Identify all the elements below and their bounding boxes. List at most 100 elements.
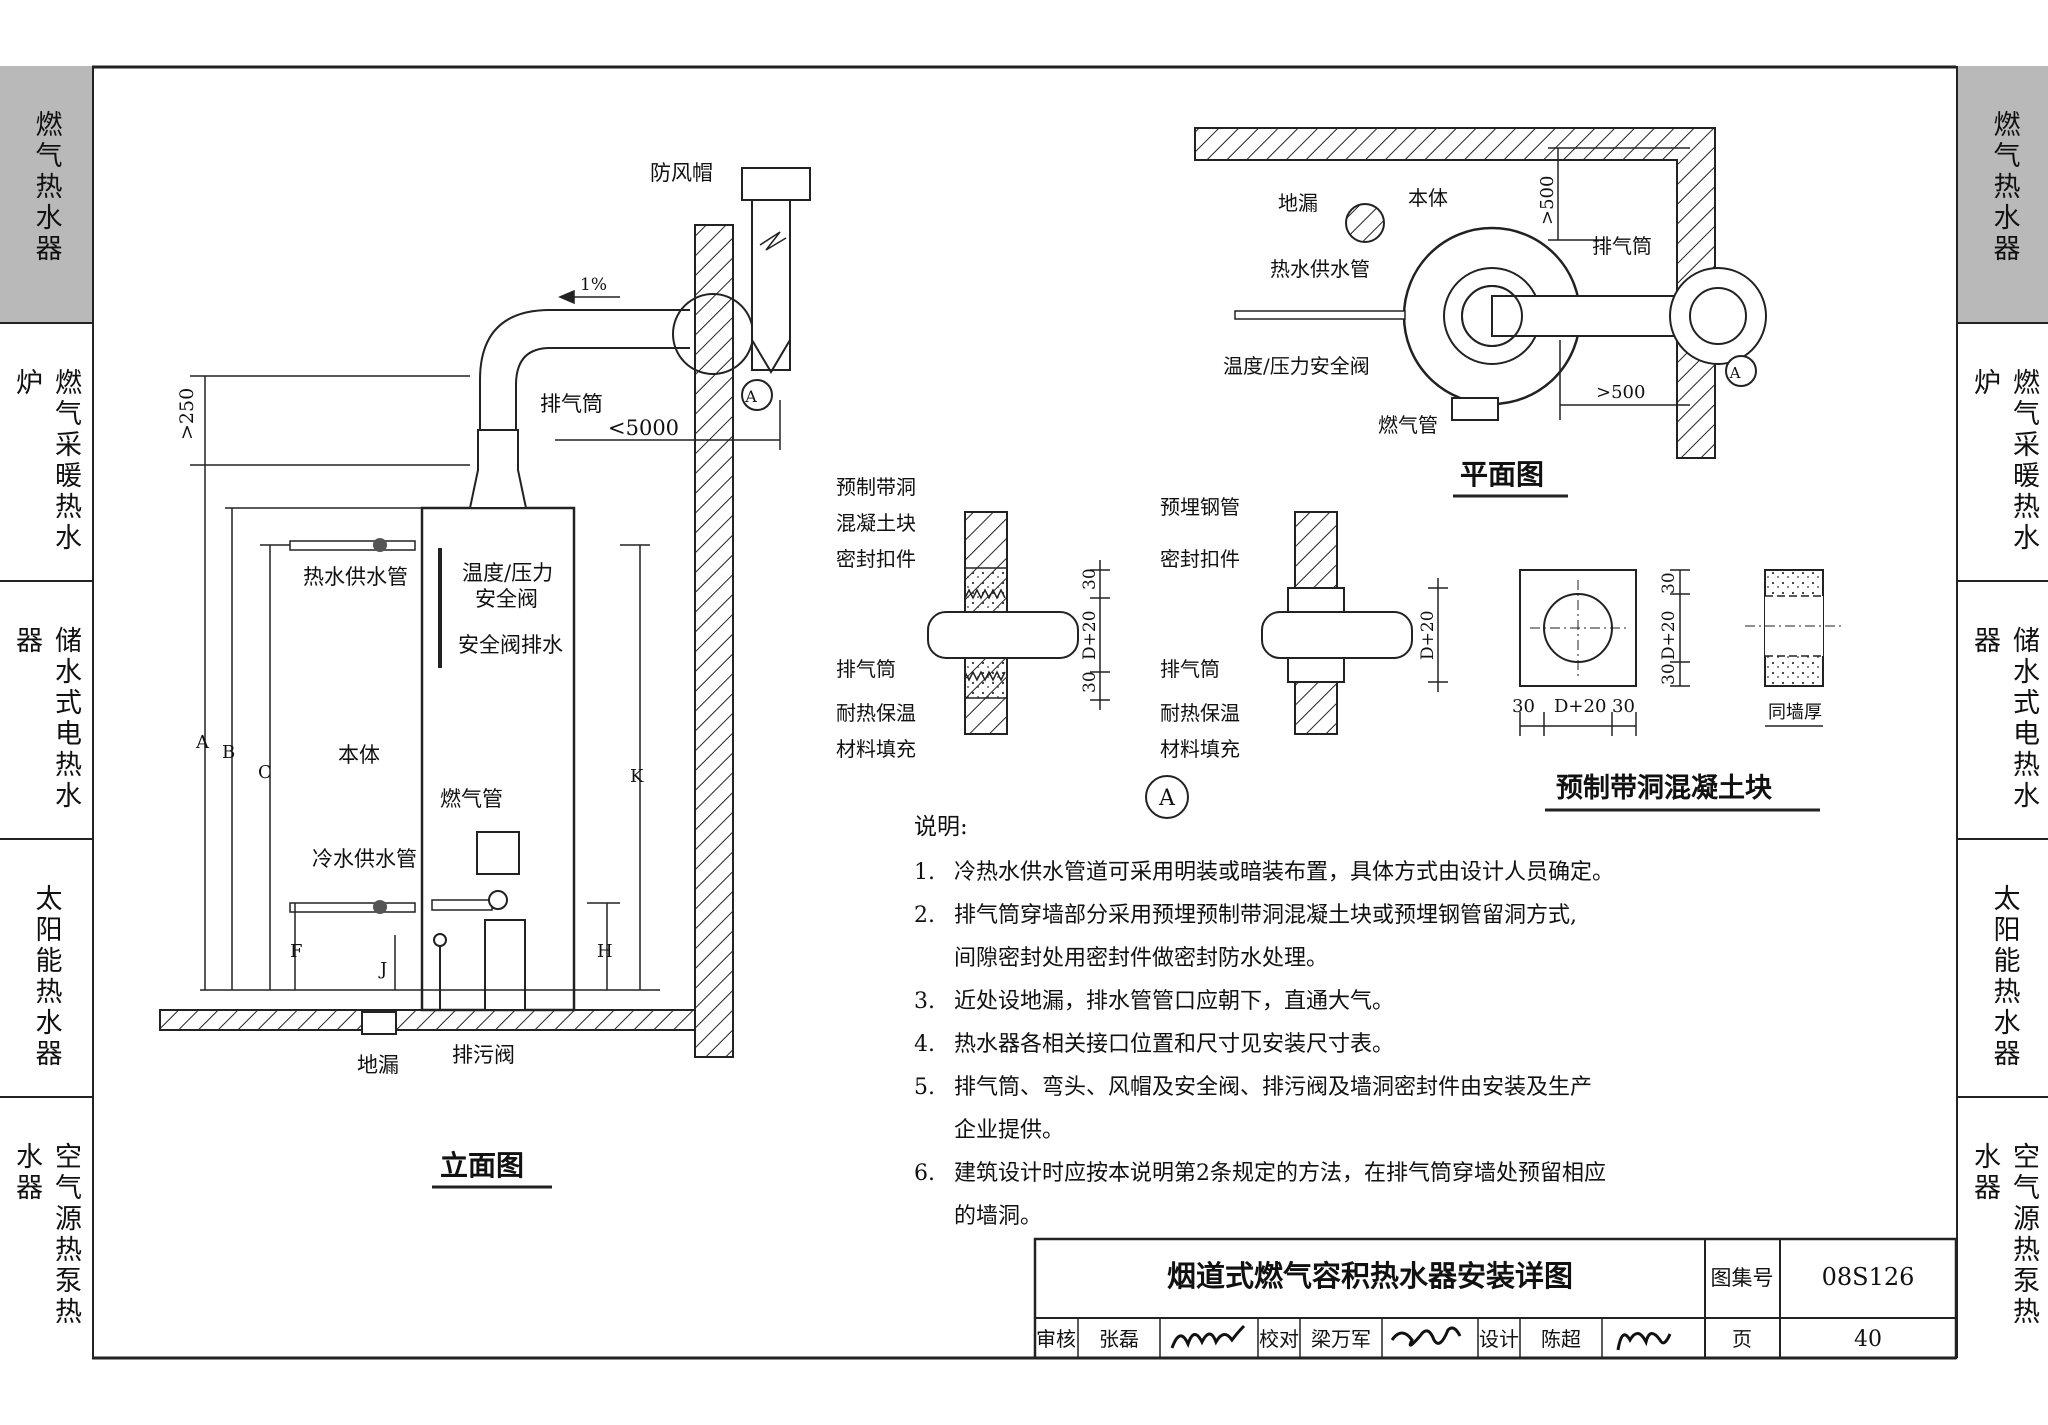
sidebar-tab-gas-boiler[interactable]: 燃气采暖热水炉 xyxy=(1958,324,2048,582)
note-item: 2. 排气筒穿墙部分采用预埋预制带洞混凝土块或预埋钢管留洞方式,间隙密封处用密封… xyxy=(914,894,1674,980)
page-label: 页 xyxy=(1732,1327,1752,1351)
detail-left-label: 耐热保温 xyxy=(836,701,916,725)
label-body: 本体 xyxy=(338,743,380,767)
detail-callout-circle xyxy=(1145,775,1189,819)
elevation-title: 立面图 xyxy=(440,1149,524,1182)
label-slope: 1% xyxy=(580,275,607,295)
review-label: 审核 xyxy=(1036,1327,1076,1351)
sidebar-tab-label: 储水式电热水器 xyxy=(1969,626,2039,812)
plan-wall xyxy=(1194,127,1716,459)
note-number: 1. xyxy=(914,860,935,885)
dim-f: F xyxy=(290,941,303,962)
sidebar-tab-label: 太阳能热水器 xyxy=(1988,884,2020,1070)
plan-label-relief-valve: 温度/压力安全阀 xyxy=(1223,354,1370,378)
sidebar-tab-label: 燃气采暖热水炉 xyxy=(11,368,81,554)
note-item: 5. 排气筒、弯头、风帽及安全阀、排污阀及墙洞密封件由安装及生产企业提供。 xyxy=(914,1066,1674,1152)
detail-left-label: 排气筒 xyxy=(836,657,896,681)
note-item: 6. 建筑设计时应按本说明第2条规定的方法，在排气筒穿墙处预留相应的墙洞。 xyxy=(914,1152,1674,1238)
label-hot-water-pipe: 热水供水管 xyxy=(303,565,408,589)
note-number: 4. xyxy=(914,1032,935,1057)
exhaust-pipe xyxy=(479,309,690,430)
plan-floor-drain xyxy=(1345,203,1385,243)
design-label: 设计 xyxy=(1479,1327,1519,1351)
hot-water-pipe xyxy=(289,540,416,551)
title-block xyxy=(1033,1237,1958,1360)
note-number: 3. xyxy=(914,989,935,1014)
detail-callout-label: A xyxy=(1158,786,1176,811)
detail-right-label: 排气筒 xyxy=(1160,657,1220,681)
sidebar-tab-solar-heater[interactable]: 太阳能热水器 xyxy=(1958,840,2048,1098)
sidebar-tab-label: 空气源热泵热水器 xyxy=(11,1142,81,1328)
cold-water-pipe xyxy=(289,902,416,913)
note-text: 间隙密封处用密封件做密封防水处理。 xyxy=(954,946,1329,971)
plan-label-gas-pipe: 燃气管 xyxy=(1378,413,1438,437)
note-text: 冷热水供水管道可采用明装或暗装布置，具体方式由设计人员确定。 xyxy=(954,860,1615,885)
label-relief-valve-2: 安全阀 xyxy=(475,587,538,611)
label-length: <5000 xyxy=(608,416,679,440)
right-sidebar: 燃气热水器 燃气采暖热水炉 储水式电热水器 太阳能热水器 空气源热泵热水器 xyxy=(1956,66,2048,1358)
detail-left-label: 密封扣件 xyxy=(836,547,916,571)
label-cold-water-pipe: 冷水供水管 xyxy=(312,847,417,871)
floor-drain xyxy=(361,1011,397,1035)
detail-left-label: 材料填充 xyxy=(836,737,916,761)
detail-right-dim: D+20 xyxy=(1418,610,1438,660)
block-dim: 30 xyxy=(1659,572,1679,594)
designer-name: 陈超 xyxy=(1541,1327,1581,1351)
plan-label-floor-drain: 地漏 xyxy=(1278,191,1318,215)
designer-signature xyxy=(1616,1332,1672,1351)
label-relief-drain: 安全阀排水 xyxy=(458,633,563,657)
sidebar-tab-gas-boiler[interactable]: 燃气采暖热水炉 xyxy=(0,324,92,582)
reviewer-name: 张磊 xyxy=(1099,1327,1139,1351)
atlas-number: 08S126 xyxy=(1822,1263,1915,1291)
sidebar-tab-heat-pump[interactable]: 空气源热泵热水器 xyxy=(1958,1098,2048,1358)
detail-a: 预制带洞 混凝土块 密封扣件 排气筒 耐热保温 材料填充 30 D+20 30 … xyxy=(836,475,1448,819)
sidebar-tab-label: 储水式电热水器 xyxy=(11,626,81,812)
detail-right-pipe xyxy=(1261,611,1413,659)
dim-k: K xyxy=(630,766,644,787)
block-dim: 30 xyxy=(1659,663,1679,685)
callout-circle xyxy=(741,379,773,411)
block-dim: D+20 xyxy=(1659,610,1679,660)
block-title: 预制带洞混凝土块 xyxy=(1556,773,1773,804)
detail-left-dim: 30 xyxy=(1080,568,1100,590)
drawing-title: 烟道式燃气容积热水器安装详图 xyxy=(1167,1259,1573,1293)
label-relief-valve-1: 温度/压力 xyxy=(462,561,553,585)
note-number: 6. xyxy=(914,1161,935,1186)
sidebar-tab-heat-pump[interactable]: 空气源热泵热水器 xyxy=(0,1098,92,1358)
note-text: 排气筒穿墙部分采用预埋预制带洞混凝土块或预埋钢管留洞方式, xyxy=(954,903,1577,928)
precast-block: 30 D+20 30 30 D+20 30 同墙厚 预制带洞混凝土块 xyxy=(1512,569,1845,812)
block-wall-thickness: 同墙厚 xyxy=(1768,702,1822,723)
plan-label-hot-water-pipe: 热水供水管 xyxy=(1270,257,1370,281)
plan-dim-top: >500 xyxy=(1537,176,1558,225)
note-text: 企业提供。 xyxy=(954,1118,1065,1143)
wind-cap xyxy=(741,167,811,201)
detail-left-label: 混凝土块 xyxy=(836,511,916,535)
block-dim: D+20 xyxy=(1554,696,1606,717)
sidebar-tab-electric-heater[interactable]: 储水式电热水器 xyxy=(1958,582,2048,840)
sidebar-tab-gas-water-heater[interactable]: 燃气热水器 xyxy=(1958,66,2048,324)
detail-left-dim: 30 xyxy=(1080,671,1100,693)
notes-section: 说明: 1. 冷热水供水管道可采用明装或暗装布置，具体方式由设计人员确定。 2.… xyxy=(914,806,1674,1238)
note-text: 排气筒、弯头、风帽及安全阀、排污阀及墙洞密封件由安装及生产 xyxy=(954,1075,1593,1100)
detail-left-dim: D+20 xyxy=(1080,610,1100,660)
notes-heading: 说明: xyxy=(914,814,968,840)
elevation-dimensions xyxy=(190,289,781,991)
label-floor-drain: 地漏 xyxy=(357,1053,399,1077)
elevation-view: 防风帽 1% 排气筒 <5000 >250 热水供水管 温度/压力 安全阀 安全… xyxy=(159,161,811,1189)
sidebar-tab-label: 太阳能热水器 xyxy=(30,884,62,1070)
plan-title: 平面图 xyxy=(1460,458,1544,491)
sidebar-tab-solar-heater[interactable]: 太阳能热水器 xyxy=(0,840,92,1098)
elevation-floor xyxy=(159,1009,696,1031)
dim-h: H xyxy=(597,941,613,962)
atlas-label: 图集号 xyxy=(1711,1266,1774,1290)
sidebar-tab-electric-heater[interactable]: 储水式电热水器 xyxy=(0,582,92,840)
note-text: 的墙洞。 xyxy=(954,1204,1043,1229)
block-dim: 30 xyxy=(1612,696,1635,717)
plan-callout: A xyxy=(1729,364,1741,382)
detail-right-label: 材料填充 xyxy=(1160,737,1240,761)
checker-name: 梁万军 xyxy=(1311,1327,1371,1351)
sidebar-tab-gas-water-heater[interactable]: 燃气热水器 xyxy=(0,66,92,324)
sidebar-tab-label: 燃气热水器 xyxy=(1988,110,2020,265)
dim-b: B xyxy=(222,742,235,763)
